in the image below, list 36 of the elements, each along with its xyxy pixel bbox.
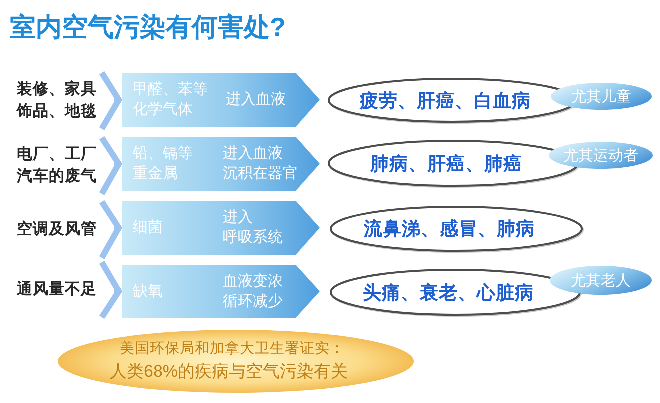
disease-ellipse: [329, 205, 584, 253]
chevron-arrow: [99, 260, 123, 320]
title: 室内空气污染有何害处?: [10, 11, 286, 44]
effect-label: 进入呼吸系统: [223, 208, 284, 248]
disease-label: 疲劳、肝癌、白血病: [360, 88, 531, 112]
note-label: 尤其运动者: [564, 146, 638, 165]
disease-label: 肺病、肝癌、肺癌: [370, 152, 522, 176]
summary-heading: 美国环保局和加拿大卫生署证实：: [120, 340, 345, 359]
chevron-arrow: [99, 136, 123, 197]
source-label: 电厂、工厂汽车的废气: [17, 144, 99, 188]
arrow-band: [122, 265, 320, 318]
summary-text: 人类68%的疾病与空气污染有关: [110, 361, 348, 383]
summary-ellipse: [58, 330, 414, 393]
note-ellipse: [550, 266, 652, 295]
disease-label: 流鼻涕、感冒、肺病: [364, 217, 535, 241]
source-label: 空调及风管: [17, 219, 99, 241]
chevron-arrow: [99, 71, 123, 132]
substance-label: 甲醛、苯等化学气体: [133, 80, 209, 120]
source-label: 通风量不足: [17, 279, 99, 301]
note-ellipse: [549, 142, 653, 169]
substance-label: 细菌: [133, 218, 164, 238]
disease-ellipse: [327, 139, 580, 188]
chevron-arrow: [99, 200, 123, 261]
effect-label: 进入血液沉积在器官: [223, 144, 299, 184]
note-label: 尤其儿童: [572, 87, 632, 106]
substance-label: 铅、镉等重金属: [133, 144, 194, 184]
effect-label: 进入血液: [226, 90, 287, 110]
arrow-band: [122, 73, 320, 127]
arrow-band: [122, 201, 320, 255]
note-ellipse: [551, 83, 652, 110]
disease-label: 头痛、衰老、心脏病: [363, 280, 534, 304]
effect-label: 血液变浓循环减少: [223, 272, 284, 312]
substance-label: 缺氧: [133, 282, 164, 302]
note-label: 尤其老人: [571, 271, 631, 290]
source-label: 装修、家具饰品、地毯: [17, 79, 99, 123]
arrow-band: [122, 137, 320, 191]
